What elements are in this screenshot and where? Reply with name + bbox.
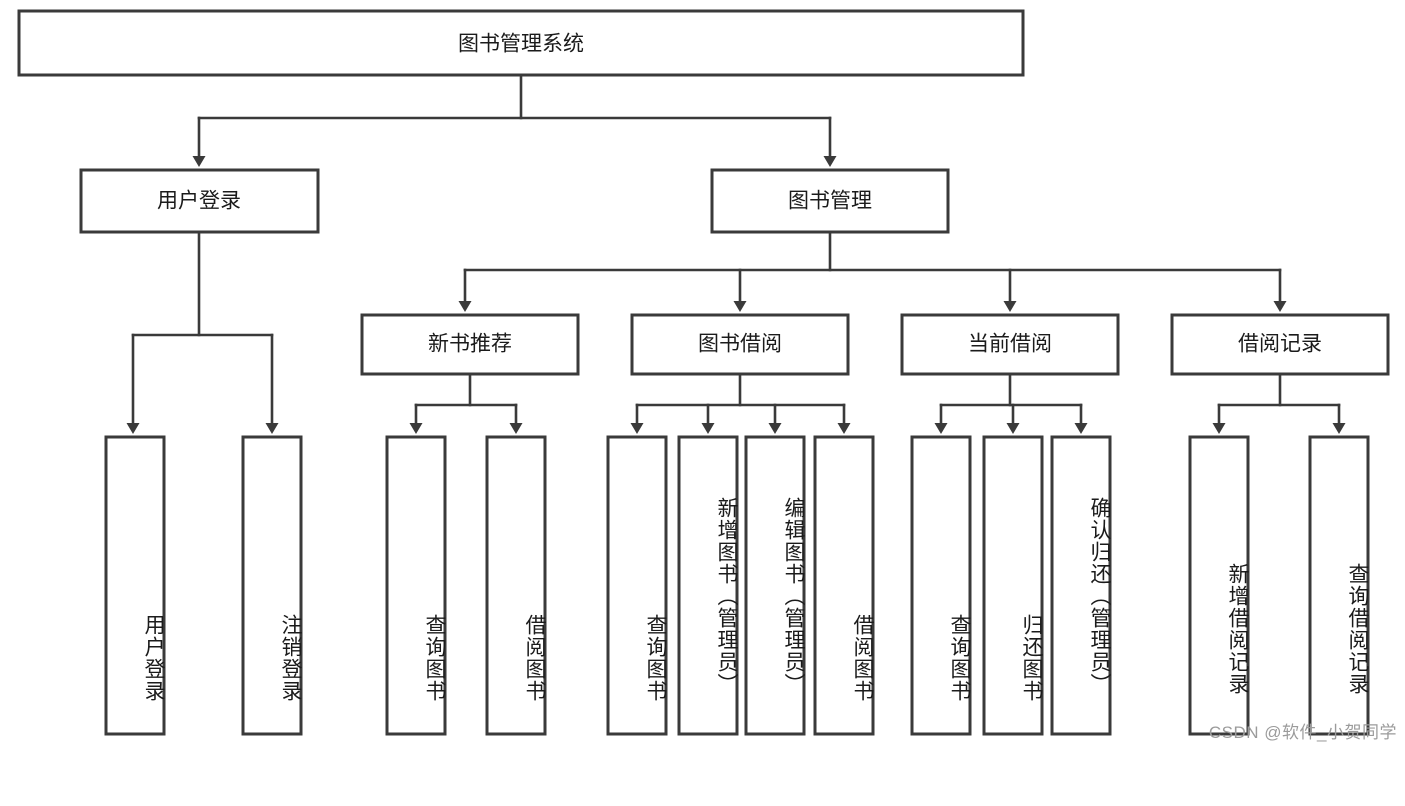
node-current-lending-box[interactable] <box>900 313 1120 376</box>
node-lending-records-box[interactable] <box>1170 313 1390 376</box>
leaf-box-user-login[interactable] <box>104 435 166 736</box>
node-lending-records[interactable]: 借阅记录 <box>1170 313 1390 376</box>
node-current-lending-label: 当前借阅 <box>968 333 1052 356</box>
node-new-book-recommend-box[interactable] <box>360 313 580 376</box>
leaf-box-rcd-add-record[interactable] <box>1188 435 1250 736</box>
node-book-lending[interactable]: 图书借阅 <box>630 313 850 376</box>
node-user-login[interactable]: 用户登录 <box>79 168 320 234</box>
node-user-login-box[interactable] <box>79 168 320 234</box>
flowchart-diagram: 图书管理系统 用户登录 图书管理 新书推荐 图书借阅 当前借阅 借阅记录 <box>17 9 1397 742</box>
leaf-box-cur-query-book[interactable] <box>910 435 972 736</box>
leaf-box-lend-query-book[interactable] <box>606 435 668 736</box>
tree-svg-canvas: 图书管理系统 用户登录 图书管理 新书推荐 图书借阅 当前借阅 借阅记录 <box>17 9 1390 736</box>
leaf-box-layer <box>104 435 1370 736</box>
node-current-lending[interactable]: 当前借阅 <box>900 313 1120 376</box>
node-new-book-recommend[interactable]: 新书推荐 <box>360 313 580 376</box>
node-user-login-label: 用户登录 <box>157 190 241 213</box>
node-root-system-box[interactable] <box>17 9 1025 77</box>
node-root-system[interactable]: 图书管理系统 <box>17 9 1025 77</box>
leaf-box-lend-borrow-book[interactable] <box>813 435 875 736</box>
node-root-system-label: 图书管理系统 <box>458 33 584 56</box>
leaf-box-user-logout[interactable] <box>241 435 303 736</box>
csdn-watermark: CSDN @软件_小贺同学 <box>1208 723 1397 742</box>
node-book-management[interactable]: 图书管理 <box>710 168 950 234</box>
node-book-lending-label: 图书借阅 <box>698 333 782 356</box>
leaf-box-rcd-query-record[interactable] <box>1308 435 1370 736</box>
connector-layer <box>126 73 1346 434</box>
node-new-book-recommend-label: 新书推荐 <box>428 333 512 356</box>
leaf-box-lend-edit-book[interactable] <box>744 435 806 736</box>
leaf-box-rec-query-book[interactable] <box>385 435 447 736</box>
leaf-box-cur-return-book[interactable] <box>982 435 1044 736</box>
leaf-box-rec-borrow-book[interactable] <box>485 435 547 736</box>
node-book-management-box[interactable] <box>710 168 950 234</box>
node-book-management-label: 图书管理 <box>788 190 872 213</box>
node-book-lending-box[interactable] <box>630 313 850 376</box>
node-lending-records-label: 借阅记录 <box>1238 333 1322 356</box>
leaf-box-lend-add-book[interactable] <box>677 435 739 736</box>
leaf-box-cur-confirm[interactable] <box>1050 435 1112 736</box>
